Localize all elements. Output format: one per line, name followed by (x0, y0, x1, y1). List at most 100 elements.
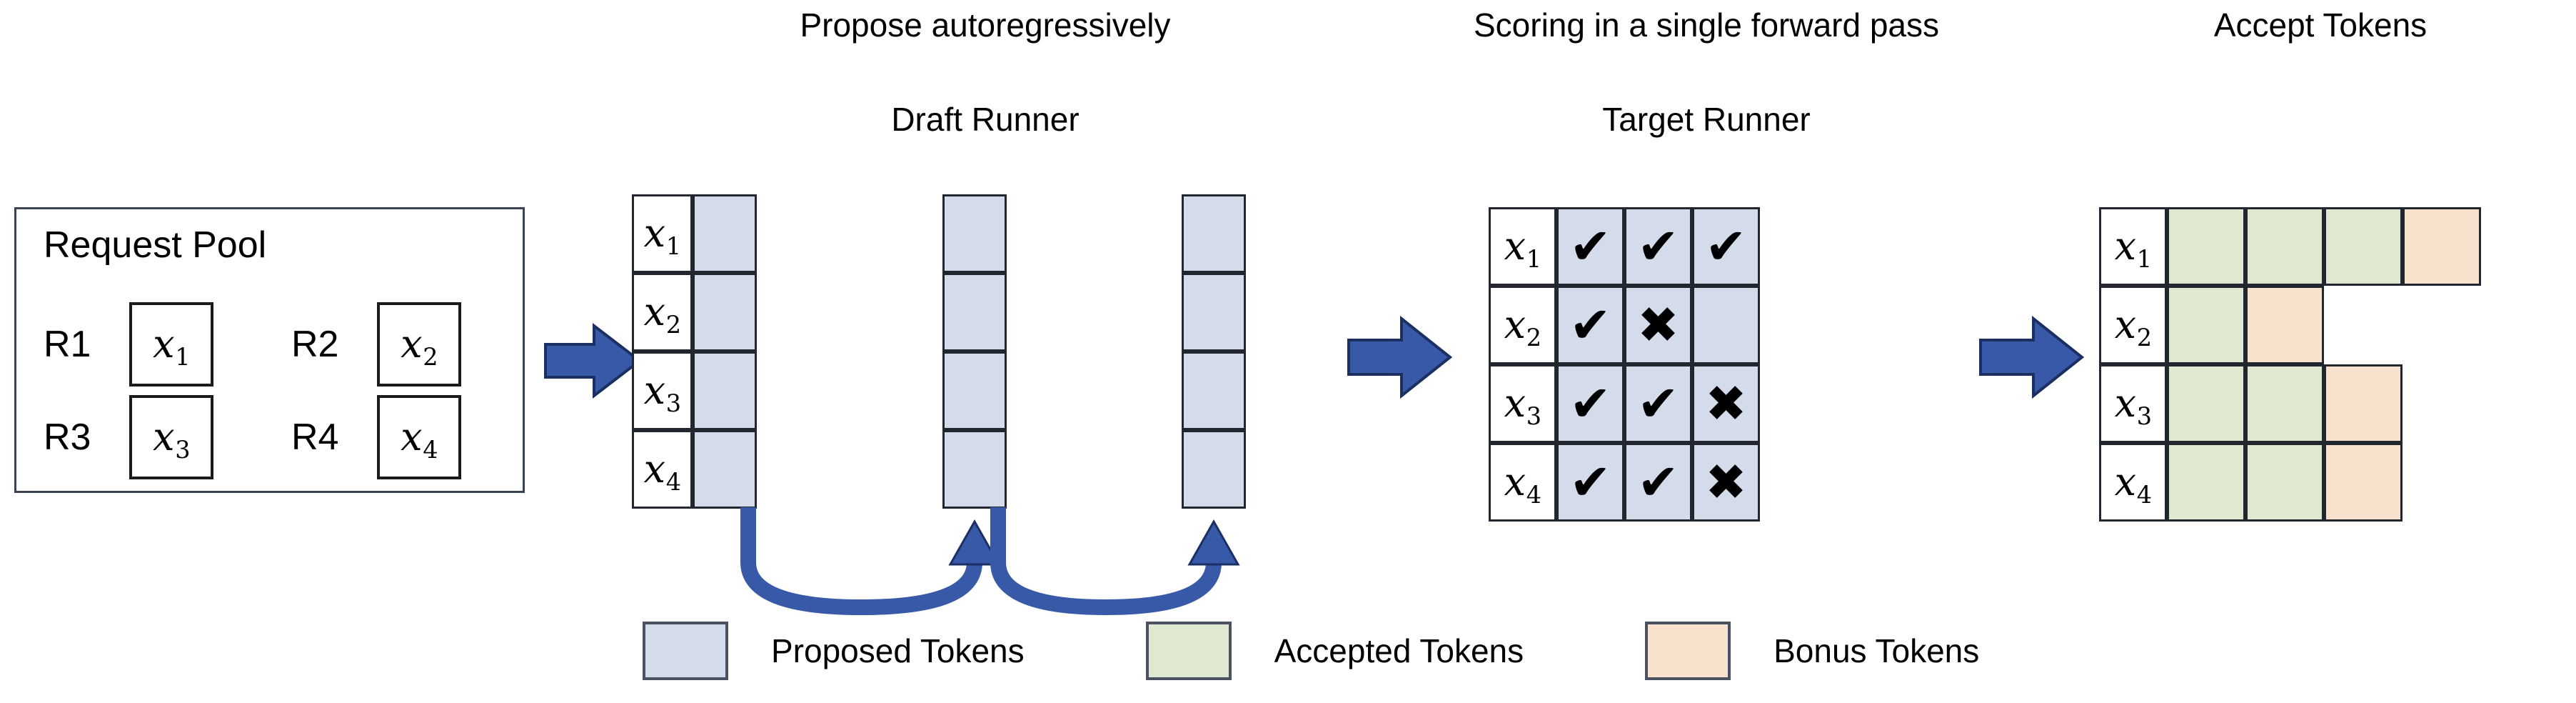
legend-label-proposed: Proposed Tokens (771, 632, 1025, 669)
legend: Proposed Tokens Accepted Tokens Bonus To… (643, 622, 2100, 680)
target-cell-row2-col2-cross: ✖ (1624, 286, 1692, 364)
legend-item-proposed: Proposed Tokens (643, 622, 1025, 680)
draft-cell-step3-row2 (1182, 273, 1246, 352)
accept-cell-row4-col1-accepted (2167, 443, 2245, 522)
token-x3: x3 (153, 414, 191, 464)
accept-cell-row3-col3-bonus (2324, 364, 2403, 443)
draft-cell-step3-row1 (1182, 194, 1246, 273)
stage-title-accept: Accept Tokens (2213, 6, 2427, 44)
target-cell-row3-col3-cross: ✖ (1692, 364, 1760, 443)
check-icon: ✔ (1569, 296, 1611, 354)
legend-swatch-proposed (643, 622, 728, 680)
draft-cell-step1-row1 (693, 194, 757, 273)
request-token-box: x4 (377, 395, 461, 479)
cross-icon: ✖ (1705, 453, 1747, 512)
flow-arrow-draft-to-target (1347, 315, 1453, 399)
accept-row-label-x4: x4 (2099, 443, 2167, 522)
accept-cell-row4-col3-bonus (2324, 443, 2403, 522)
accept-cell-row1-col3-accepted (2324, 207, 2403, 286)
target-cell-row3-col1-check: ✔ (1556, 364, 1624, 443)
flow-arrow-target-to-accept (1979, 315, 2085, 399)
draft-row-label-x4: x4 (632, 430, 693, 509)
request-id-label: R3 (44, 417, 91, 458)
target-cell-row2-col3-empty (1692, 286, 1760, 364)
accept-row-label-x3: x3 (2099, 364, 2167, 443)
request-item-r2[interactable]: R2 x2 (291, 302, 461, 387)
request-item-r4[interactable]: R4 x4 (291, 395, 461, 479)
token-x4: x4 (2114, 459, 2153, 509)
target-cell-row1-col2-check: ✔ (1624, 207, 1692, 286)
stage-title-scoring: Scoring in a single forward pass (1474, 6, 1939, 44)
accept-row-label-x2: x2 (2099, 286, 2167, 364)
accept-cell-row1-col4-bonus (2403, 207, 2481, 286)
flow-arrow-pool-to-draft (544, 322, 643, 399)
request-id-label: R4 (291, 417, 339, 458)
token-x3: x3 (1504, 381, 1542, 431)
request-pool-title: Request Pool (44, 224, 267, 266)
request-id-label: R2 (291, 324, 339, 365)
token-x2: x2 (401, 321, 438, 372)
token-x2: x2 (2114, 302, 2153, 352)
request-token-box: x1 (129, 302, 213, 387)
request-item-r3[interactable]: R3 x3 (44, 395, 213, 479)
accept-cell-row1-col1-accepted (2167, 207, 2245, 286)
cross-icon: ✖ (1637, 296, 1679, 354)
token-x1: x1 (1504, 224, 1542, 274)
draft-cell-step3-row4 (1182, 430, 1246, 509)
check-icon: ✔ (1637, 374, 1679, 433)
check-icon: ✔ (1637, 453, 1679, 512)
target-cell-row3-col2-check: ✔ (1624, 364, 1692, 443)
accept-cell-row1-col2-accepted (2245, 207, 2324, 286)
token-x1: x1 (643, 211, 682, 261)
stage-sub-target-runner: Target Runner (1602, 101, 1811, 138)
token-x2: x2 (1504, 302, 1542, 352)
target-cell-row1-col1-check: ✔ (1556, 207, 1624, 286)
request-token-box: x2 (377, 302, 461, 387)
legend-swatch-accepted (1145, 622, 1232, 680)
draft-cell-step2-row2 (942, 273, 1007, 352)
legend-label-accepted: Accepted Tokens (1274, 632, 1524, 669)
accept-cell-row4-col2-accepted (2245, 443, 2324, 522)
draft-cell-step2-row3 (942, 352, 1007, 430)
target-cell-row4-col3-cross: ✖ (1692, 443, 1760, 522)
target-row-label-x2: x2 (1489, 286, 1556, 364)
legend-item-bonus: Bonus Tokens (1645, 622, 1979, 680)
legend-item-accepted: Accepted Tokens (1145, 622, 1524, 680)
stage-sub-draft-runner: Draft Runner (891, 101, 1080, 138)
target-cell-row1-col3-check: ✔ (1692, 207, 1760, 286)
draft-row-label-x3: x3 (632, 352, 693, 430)
request-item-r1[interactable]: R1 x1 (44, 302, 213, 387)
target-row-label-x3: x3 (1489, 364, 1556, 443)
check-icon: ✔ (1569, 217, 1611, 276)
check-icon: ✔ (1569, 374, 1611, 433)
stage-title-propose: Propose autoregressively (800, 6, 1171, 44)
token-x3: x3 (2114, 381, 2153, 431)
legend-swatch-bonus (1645, 622, 1731, 680)
accept-cell-row2-col2-bonus (2245, 286, 2324, 364)
token-x2: x2 (643, 289, 682, 339)
accept-cell-row3-col2-accepted (2245, 364, 2324, 443)
check-icon: ✔ (1705, 217, 1747, 276)
cross-icon: ✖ (1705, 374, 1747, 433)
draft-row-label-x2: x2 (632, 273, 693, 352)
draft-cell-step1-row3 (693, 352, 757, 430)
token-x4: x4 (1504, 459, 1542, 509)
draft-row-label-x1: x1 (632, 194, 693, 273)
draft-cell-step1-row4 (693, 430, 757, 509)
target-cell-row2-col1-check: ✔ (1556, 286, 1624, 364)
token-x4: x4 (643, 447, 682, 497)
check-icon: ✔ (1637, 217, 1679, 276)
request-token-box: x3 (129, 395, 213, 479)
request-pool-panel: Request Pool R1 x1 R2 x2 R3 x3 R4 x4 (14, 207, 525, 493)
accept-cell-row3-col1-accepted (2167, 364, 2245, 443)
accept-row-label-x1: x1 (2099, 207, 2167, 286)
target-cell-row4-col1-check: ✔ (1556, 443, 1624, 522)
draft-cell-step3-row3 (1182, 352, 1246, 430)
request-id-label: R1 (44, 324, 91, 365)
draft-cell-step2-row1 (942, 194, 1007, 273)
token-x1: x1 (153, 321, 191, 372)
